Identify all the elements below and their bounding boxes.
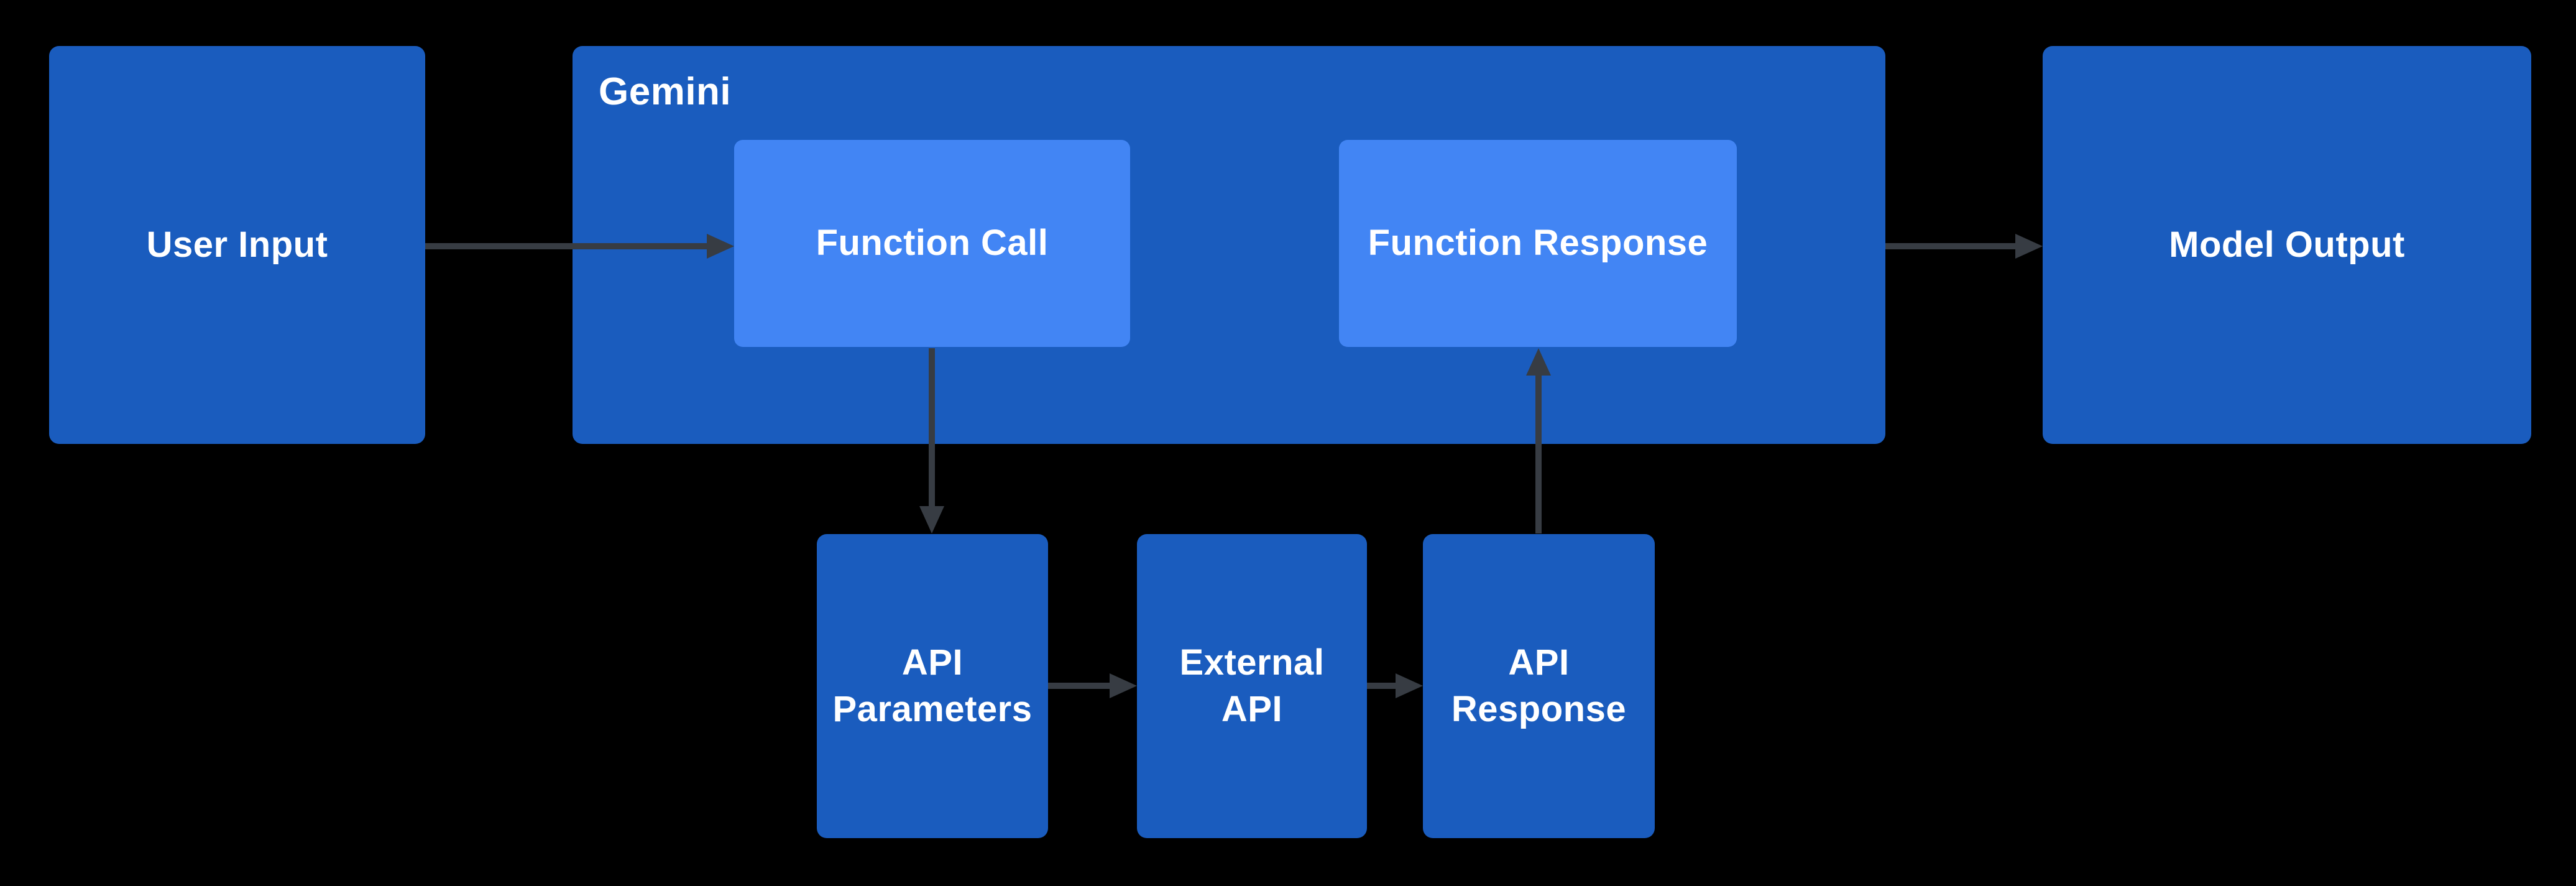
node-function-response: Function Response xyxy=(1339,140,1737,347)
model-output-label: Model Output xyxy=(2169,224,2405,265)
api-parameters-label: API Parameters xyxy=(832,642,1033,729)
node-model-output: Model Output xyxy=(2043,46,2531,444)
arrow-external-api-to-api-response xyxy=(1367,673,1423,698)
function-response-label: Function Response xyxy=(1368,223,1708,264)
arrow-api-parameters-to-external-api xyxy=(1048,673,1137,698)
node-function-call: Function Call xyxy=(734,140,1130,347)
node-external-api: External API xyxy=(1137,534,1367,838)
gemini-container-label: Gemini xyxy=(599,70,732,113)
node-api-response: API Response xyxy=(1423,534,1655,838)
api-response-label: API Response xyxy=(1451,642,1627,729)
external-api-label: External API xyxy=(1179,642,1325,729)
user-input-label: User Input xyxy=(146,224,328,265)
arrow-gemini-to-model-output xyxy=(1885,234,2043,259)
node-api-parameters: API Parameters xyxy=(817,534,1048,838)
node-user-input: User Input xyxy=(49,46,425,444)
function-call-label: Function Call xyxy=(816,223,1049,264)
